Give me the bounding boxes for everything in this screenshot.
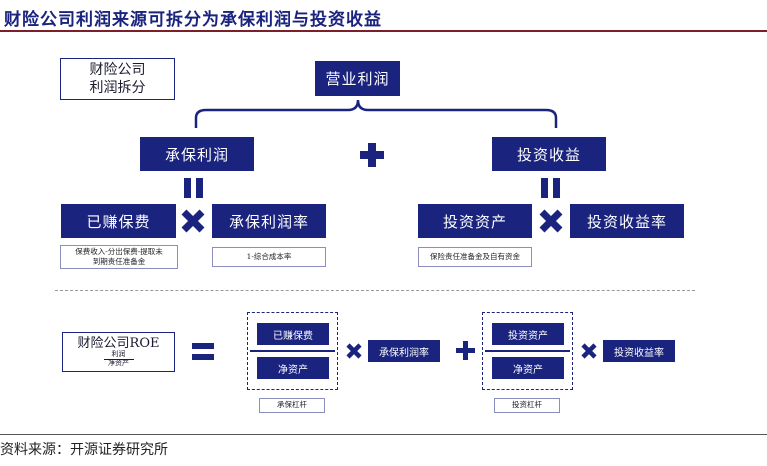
profit-breakdown-line-2: 利润拆分: [89, 80, 146, 96]
footer-divider: [0, 434, 767, 435]
plus-icon: [358, 143, 386, 167]
investment-assets-box: 投资资产: [418, 204, 532, 238]
earned-premium-note: 保费收入-分出保费-提取未 到期责任准备金: [60, 245, 178, 269]
equals-icon: [192, 343, 214, 361]
net-assets-denominator-2: 净资产: [492, 357, 564, 379]
roe-denominator: 净资产: [108, 358, 129, 367]
underwriting-leverage-label: 承保杠杆: [259, 398, 325, 413]
profit-breakdown-line-1: 财险公司: [89, 61, 146, 78]
investment-yield-box: 投资收益率: [570, 204, 684, 238]
investment-leverage-label: 投资杠杆: [494, 398, 560, 413]
roe-numerator: 利润: [111, 349, 126, 358]
times-icon: [346, 343, 362, 359]
investment-yield-factor: 投资收益率: [603, 340, 675, 362]
underwriting-profit-box: 承保利润: [140, 137, 254, 171]
roe-fraction-line: [103, 358, 134, 360]
title-divider: [0, 30, 767, 32]
earned-premium-numerator: 已赚保费: [257, 323, 329, 345]
underwriting-fraction-bar: [250, 350, 335, 352]
source-note: 资料来源：开源证券研究所: [0, 442, 168, 458]
page-title: 财险公司利润来源可拆分为承保利润与投资收益: [4, 10, 382, 30]
roe-title: 财险公司ROE: [77, 335, 160, 351]
times-icon: [180, 208, 206, 234]
profit-breakdown-label: 财险公司 利润拆分: [60, 58, 175, 100]
underwriting-margin-box: 承保利润率: [212, 204, 326, 238]
underwriting-margin-factor: 承保利润率: [368, 340, 440, 362]
parallel-equals-icon: [184, 178, 204, 198]
investment-assets-note: 保险责任准备金及自有资金: [418, 247, 532, 267]
earned-premium-box: 已赚保费: [61, 204, 176, 238]
section-divider: [55, 290, 695, 291]
investment-income-box: 投资收益: [492, 137, 606, 171]
earned-premium-note-line-1: 保费收入-分出保费-提取未: [75, 246, 163, 256]
underwriting-margin-note: 1-综合成本率: [212, 247, 326, 267]
operating-profit-box: 营业利润: [315, 61, 400, 96]
parallel-equals-icon: [541, 178, 561, 198]
roe-label-box: 财险公司ROE 利润 净资产: [62, 332, 175, 372]
underwriting-leverage-frame: [247, 312, 338, 390]
net-assets-denominator: 净资产: [257, 357, 329, 379]
times-icon: [581, 343, 597, 359]
earned-premium-note-line-2: 到期责任准备金: [92, 257, 146, 266]
investment-fraction-bar: [485, 350, 570, 352]
investment-leverage-frame: [482, 312, 573, 390]
plus-icon: [456, 341, 475, 360]
investment-assets-numerator: 投资资产: [492, 323, 564, 345]
times-icon: [538, 208, 564, 234]
